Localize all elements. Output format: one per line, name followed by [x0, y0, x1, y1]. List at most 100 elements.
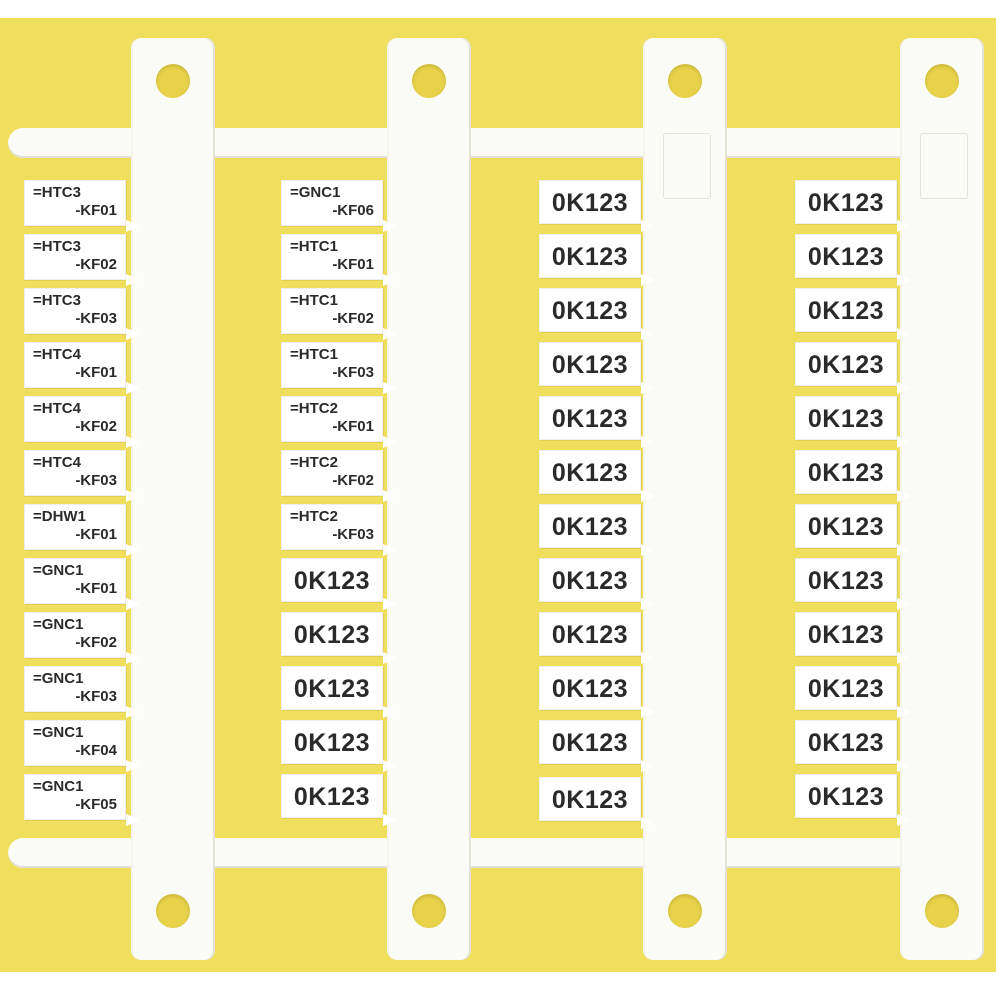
- marker-code: 0K123: [551, 189, 629, 217]
- marker-device-code: -KF01: [75, 580, 117, 597]
- marker-label: =HTC2-KF01: [281, 396, 383, 442]
- marker-label: 0K123: [795, 558, 897, 602]
- carrier-strip-2: [387, 38, 471, 960]
- marker-code: 0K123: [293, 729, 371, 757]
- marker-label: 0K123: [539, 504, 641, 548]
- marker-device-code: -KF04: [75, 742, 117, 759]
- marker-label: 0K123: [539, 180, 641, 224]
- mounting-hole: [412, 64, 446, 98]
- marker-device-code: -KF02: [332, 472, 374, 489]
- marker-label: =HTC2-KF03: [281, 504, 383, 550]
- marker-plant-code: =DHW1: [33, 508, 86, 525]
- marker-code: 0K123: [293, 567, 371, 595]
- marker-label: =HTC1-KF03: [281, 342, 383, 388]
- marker-label: 0K123: [281, 558, 383, 602]
- marker-code: 0K123: [551, 459, 629, 487]
- marker-label: 0K123: [795, 288, 897, 332]
- marker-label: 0K123: [795, 666, 897, 710]
- marker-code: 0K123: [293, 675, 371, 703]
- marker-label: 0K123: [795, 504, 897, 548]
- marker-label: =HTC4-KF02: [24, 396, 126, 442]
- marker-code: 0K123: [807, 297, 885, 325]
- marker-label: 0K123: [539, 666, 641, 710]
- marker-plant-code: =GNC1: [33, 670, 84, 687]
- marker-device-code: -KF05: [75, 796, 117, 813]
- marker-label: 0K123: [795, 774, 897, 818]
- marker-code: 0K123: [807, 189, 885, 217]
- marker-code: 0K123: [807, 351, 885, 379]
- marker-device-code: -KF03: [332, 526, 374, 543]
- marker-label: 0K123: [539, 396, 641, 440]
- marker-code: 0K123: [551, 621, 629, 649]
- marker-code: 0K123: [551, 243, 629, 271]
- marker-device-code: -KF03: [75, 688, 117, 705]
- marker-code: 0K123: [807, 513, 885, 541]
- embossed-mark: [663, 133, 711, 199]
- marker-code: 0K123: [807, 675, 885, 703]
- marker-label: =HTC4-KF03: [24, 450, 126, 496]
- marker-label: 0K123: [795, 450, 897, 494]
- marker-plant-code: =HTC2: [290, 454, 338, 471]
- marker-device-code: -KF01: [75, 526, 117, 543]
- mounting-hole: [668, 894, 702, 928]
- marker-label: =HTC3-KF03: [24, 288, 126, 334]
- marker-plant-code: =HTC4: [33, 400, 81, 417]
- marker-device-code: -KF03: [75, 310, 117, 327]
- marker-device-code: -KF06: [332, 202, 374, 219]
- marker-plant-code: =HTC2: [290, 400, 338, 417]
- marker-label: =GNC1-KF03: [24, 666, 126, 712]
- mounting-hole: [925, 64, 959, 98]
- marker-label: 0K123: [795, 612, 897, 656]
- photo-border-top: [0, 0, 996, 18]
- marker-label: =HTC3-KF01: [24, 180, 126, 226]
- marker-plant-code: =GNC1: [33, 778, 84, 795]
- marker-label: 0K123: [539, 342, 641, 386]
- marker-label: 0K123: [539, 777, 641, 821]
- marker-label: =HTC2-KF02: [281, 450, 383, 496]
- marker-label: 0K123: [281, 774, 383, 818]
- mounting-hole: [925, 894, 959, 928]
- marker-device-code: -KF03: [75, 472, 117, 489]
- marker-code: 0K123: [551, 351, 629, 379]
- marker-label: 0K123: [795, 234, 897, 278]
- marker-label: =GNC1-KF06: [281, 180, 383, 226]
- marker-device-code: -KF01: [332, 256, 374, 273]
- marker-label: =HTC3-KF02: [24, 234, 126, 280]
- marker-code: 0K123: [807, 243, 885, 271]
- carrier-strip-1: [131, 38, 215, 960]
- embossed-mark: [920, 133, 968, 199]
- marker-code: 0K123: [807, 405, 885, 433]
- marker-code: 0K123: [551, 297, 629, 325]
- carrier-strip-3: [643, 38, 727, 960]
- marker-label: 0K123: [795, 396, 897, 440]
- marker-code: 0K123: [551, 786, 629, 814]
- marker-code: 0K123: [807, 729, 885, 757]
- marker-device-code: -KF03: [332, 364, 374, 381]
- marker-plant-code: =HTC1: [290, 238, 338, 255]
- marker-plant-code: =GNC1: [33, 616, 84, 633]
- marker-label: 0K123: [281, 612, 383, 656]
- marker-code: 0K123: [807, 783, 885, 811]
- marker-label: 0K123: [539, 720, 641, 764]
- marker-code: 0K123: [807, 567, 885, 595]
- marker-label: 0K123: [539, 558, 641, 602]
- marker-label: =GNC1-KF02: [24, 612, 126, 658]
- marker-label: =GNC1-KF01: [24, 558, 126, 604]
- marker-plant-code: =HTC2: [290, 508, 338, 525]
- marker-code: 0K123: [807, 459, 885, 487]
- marker-plant-code: =HTC3: [33, 238, 81, 255]
- marker-label: 0K123: [281, 720, 383, 764]
- marker-device-code: -KF01: [332, 418, 374, 435]
- marker-plant-code: =HTC4: [33, 454, 81, 471]
- marker-code: 0K123: [807, 621, 885, 649]
- marker-plant-code: =HTC3: [33, 184, 81, 201]
- marker-label: =GNC1-KF04: [24, 720, 126, 766]
- mounting-hole: [668, 64, 702, 98]
- mounting-hole: [156, 894, 190, 928]
- marker-plant-code: =GNC1: [33, 724, 84, 741]
- marker-label: 0K123: [539, 450, 641, 494]
- marker-label: =HTC1-KF01: [281, 234, 383, 280]
- marker-device-code: -KF02: [75, 418, 117, 435]
- marker-label: =HTC4-KF01: [24, 342, 126, 388]
